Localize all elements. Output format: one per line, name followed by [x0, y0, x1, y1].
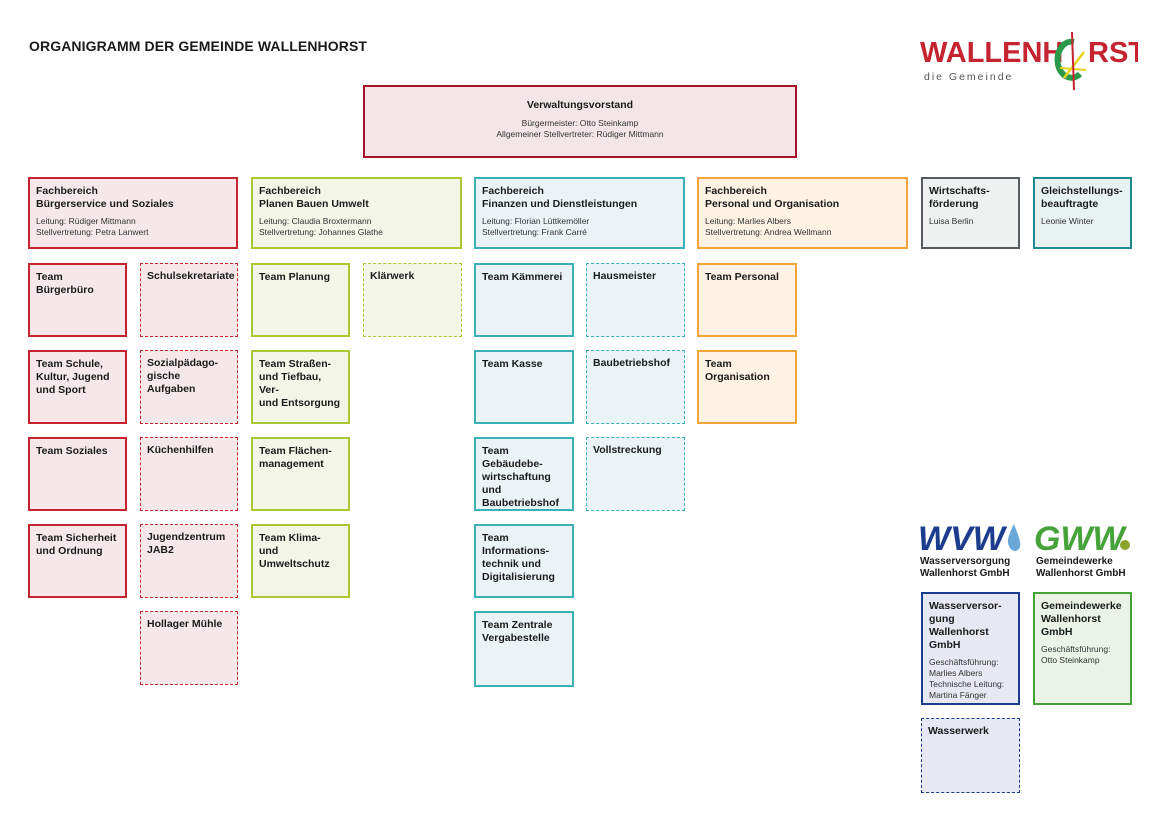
facility-box: Vollstreckung [586, 437, 685, 511]
wallenhorst-logo: WALLENH RST die Gemeinde [918, 30, 1146, 100]
team-label: Team Bürgerbüro [36, 271, 94, 296]
department-wirtschaftsfoerderung: Wirtschafts- förderung Luisa Berlin [921, 177, 1020, 249]
wvw-box-lines: Geschäftsführung: Marlies Albers Technis… [929, 657, 1005, 700]
gww-box: Gemeindewerke Wallenhorst GmbH Geschäfts… [1033, 592, 1132, 705]
gww-name: Gemeindewerke Wallenhorst GmbH [1036, 556, 1126, 579]
facility-box: Jugendzentrum JAB2 [140, 524, 238, 598]
department-lines: Leitung: Rüdiger Mittmann Stellvertretun… [36, 216, 149, 237]
team-box: Team Planung [251, 263, 350, 337]
wvw-box-heading: Wasserversor- gung Wallenhorst GmbH [929, 600, 1002, 651]
gww-logo: GWW Gemeindewerke Wallenhorst GmbH [1034, 518, 1134, 583]
team-label: Team Flächen- management [259, 445, 332, 470]
team-label: Team Schule, Kultur, Jugend und Sport [36, 358, 110, 396]
department-heading: Gleichstellungs- beauftragte [1041, 185, 1123, 210]
team-label: Team Straßen- und Tiefbau, Ver- und Ents… [259, 358, 341, 409]
facility-box: Schulsekretariate [140, 263, 238, 337]
logo-o-icon [1054, 31, 1087, 91]
team-label: Team Zentrale Vergabestelle [482, 619, 553, 644]
team-label: Team Klima- und Umweltschutz [259, 532, 330, 570]
facility-label: Klärwerk [370, 270, 415, 282]
facility-label: Hausmeister [593, 270, 657, 282]
wasserwerk-box: Wasserwerk [921, 718, 1020, 793]
department-gleichstellung: Gleichstellungs- beauftragte Leonie Wint… [1033, 177, 1132, 249]
facility-label: Jugendzentrum JAB2 [147, 531, 226, 556]
logo-subtitle: die Gemeinde [924, 71, 1013, 83]
gww-box-lines: Geschäftsführung: Otto Steinkamp [1041, 644, 1111, 665]
gww-logo-letters: GWW [1034, 520, 1128, 558]
facility-label: Baubetriebshof [593, 357, 671, 369]
team-box: Team Soziales [28, 437, 127, 511]
department-heading: Fachbereich Personal und Organisation [705, 185, 840, 210]
department-lines: Leonie Winter [1041, 216, 1094, 226]
team-box: Team Personal [697, 263, 797, 337]
team-label: Team Organisation [705, 358, 770, 383]
team-label: Team Gebäudebe- wirtschaftung und Baubet… [482, 445, 560, 509]
gww-box-heading: Gemeindewerke Wallenhorst GmbH [1041, 600, 1122, 638]
page-title: ORGANIGRAMM DER GEMEINDE WALLENHORST [29, 38, 368, 54]
team-label: Team Kämmerei [482, 271, 563, 283]
team-box: Team Gebäudebe- wirtschaftung und Baubet… [474, 437, 574, 511]
team-label: Team Personal [705, 271, 779, 283]
department-heading: Fachbereich Bürgerservice und Soziales [36, 185, 174, 210]
facility-box: Hollager Mühle [140, 611, 238, 685]
team-box: Team Sicherheit und Ordnung [28, 524, 127, 598]
team-box: Team Kämmerei [474, 263, 574, 337]
facility-label: Hollager Mühle [147, 618, 223, 630]
water-drop-icon [1007, 524, 1021, 551]
facility-box: Klärwerk [363, 263, 462, 337]
wvw-box: Wasserversor- gung Wallenhorst GmbH Gesc… [921, 592, 1020, 705]
team-label: Team Soziales [36, 445, 108, 457]
facility-label: Schulsekretariate [147, 270, 235, 282]
vorstand-heading: Verwaltungsvorstand [526, 99, 634, 111]
department-lines: Leitung: Claudia Broxtermann Stellvertre… [259, 216, 383, 237]
team-box: Team Straßen- und Tiefbau, Ver- und Ents… [251, 350, 350, 424]
department-heading: Fachbereich Planen Bauen Umwelt [259, 185, 369, 210]
department-planen-bauen: Fachbereich Planen Bauen Umwelt Leitung:… [251, 177, 462, 249]
team-label: Team Planung [259, 271, 330, 283]
facility-label: Sozialpädago- gische Aufgaben [147, 357, 219, 395]
team-box: Team Schule, Kultur, Jugend und Sport [28, 350, 127, 424]
facility-label: Küchenhilfen [147, 444, 214, 456]
facility-box: Küchenhilfen [140, 437, 238, 511]
department-lines: Leitung: Marlies Albers Stellvertretung:… [705, 216, 832, 237]
team-label: Team Kasse [482, 358, 543, 370]
logo-word-2: RST [1088, 37, 1138, 69]
wvw-logo: WVW Wasserversorgung Wallenhorst GmbH [918, 518, 1028, 583]
facility-box: Hausmeister [586, 263, 685, 337]
wvw-name: Wasserversorgung Wallenhorst GmbH [920, 556, 1011, 579]
team-box: Team Klima- und Umweltschutz [251, 524, 350, 598]
team-box: Team Bürgerbüro [28, 263, 127, 337]
team-label: Team Informations- technik und Digitalis… [482, 532, 555, 583]
facility-label: Vollstreckung [593, 444, 662, 456]
team-label: Team Sicherheit und Ordnung [36, 532, 117, 557]
facility-box: Baubetriebshof [586, 350, 685, 424]
department-buergerservice: Fachbereich Bürgerservice und Soziales L… [28, 177, 238, 249]
department-personal: Fachbereich Personal und Organisation Le… [697, 177, 908, 249]
wvw-logo-letters: WVW [918, 520, 1008, 558]
verwaltungsvorstand-box: Verwaltungsvorstand Bürgermeister: Otto … [363, 85, 797, 158]
team-box: Team Kasse [474, 350, 574, 424]
department-lines: Luisa Berlin [929, 216, 974, 226]
vorstand-lines: Bürgermeister: Otto Steinkamp Allgemeine… [496, 118, 664, 139]
team-box: Team Organisation [697, 350, 797, 424]
facility-label: Wasserwerk [928, 725, 989, 737]
department-lines: Leitung: Florian Lüttkemöller Stellvertr… [482, 216, 590, 237]
team-box: Team Informations- technik und Digitalis… [474, 524, 574, 598]
logo-word-1: WALLENH [920, 37, 1063, 69]
facility-box: Sozialpädago- gische Aufgaben [140, 350, 238, 424]
department-heading: Wirtschafts- förderung [929, 185, 990, 210]
department-finanzen: Fachbereich Finanzen und Dienstleistunge… [474, 177, 685, 249]
emblem-icon [1120, 540, 1130, 550]
department-heading: Fachbereich Finanzen und Dienstleistunge… [482, 185, 638, 210]
team-box: Team Flächen- management [251, 437, 350, 511]
team-box: Team Zentrale Vergabestelle [474, 611, 574, 687]
